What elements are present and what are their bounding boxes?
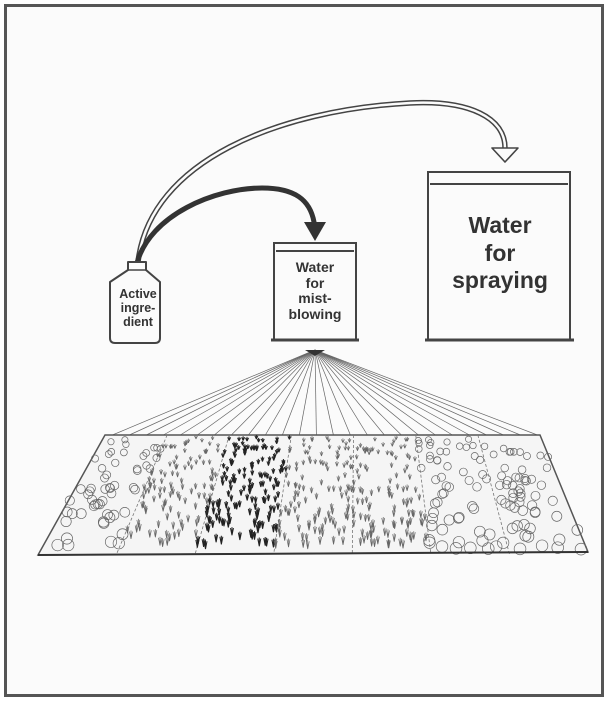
spray-line — [179, 350, 315, 436]
spray-line — [315, 350, 506, 436]
spray-line — [315, 350, 402, 436]
spray-line — [315, 350, 488, 436]
bottle-label-line-2: ingre- — [108, 301, 168, 315]
bottle-label-line-1: Active — [108, 287, 168, 301]
spray-line — [196, 350, 315, 436]
small-label-line-2: for — [274, 276, 356, 292]
spray-line — [315, 350, 454, 436]
spray-line — [144, 350, 315, 436]
spray-line — [162, 350, 315, 436]
large-label-line-2: for — [430, 240, 570, 268]
crop-field — [38, 435, 588, 555]
large-label-line-1: Water — [430, 212, 570, 240]
spray-line — [315, 350, 316, 436]
spray-line — [213, 350, 315, 436]
spray-line — [315, 350, 385, 436]
mist-spray-lines — [110, 350, 540, 436]
small-label-line-4: blowing — [274, 307, 356, 323]
large-label-line-3: spraying — [430, 267, 570, 295]
active-ingredient-label: Active ingre- dient — [108, 287, 168, 329]
spraying-water-label: Water for spraying — [430, 212, 570, 295]
spray-line — [315, 350, 540, 436]
small-label-line-1: Water — [274, 260, 356, 276]
small-label-line-3: mist- — [274, 291, 356, 307]
spray-line — [110, 350, 315, 436]
spray-line — [315, 350, 471, 436]
mistblowing-water-label: Water for mist- blowing — [274, 260, 356, 323]
bottle-label-line-3: dient — [108, 315, 168, 329]
spray-line — [248, 350, 315, 436]
